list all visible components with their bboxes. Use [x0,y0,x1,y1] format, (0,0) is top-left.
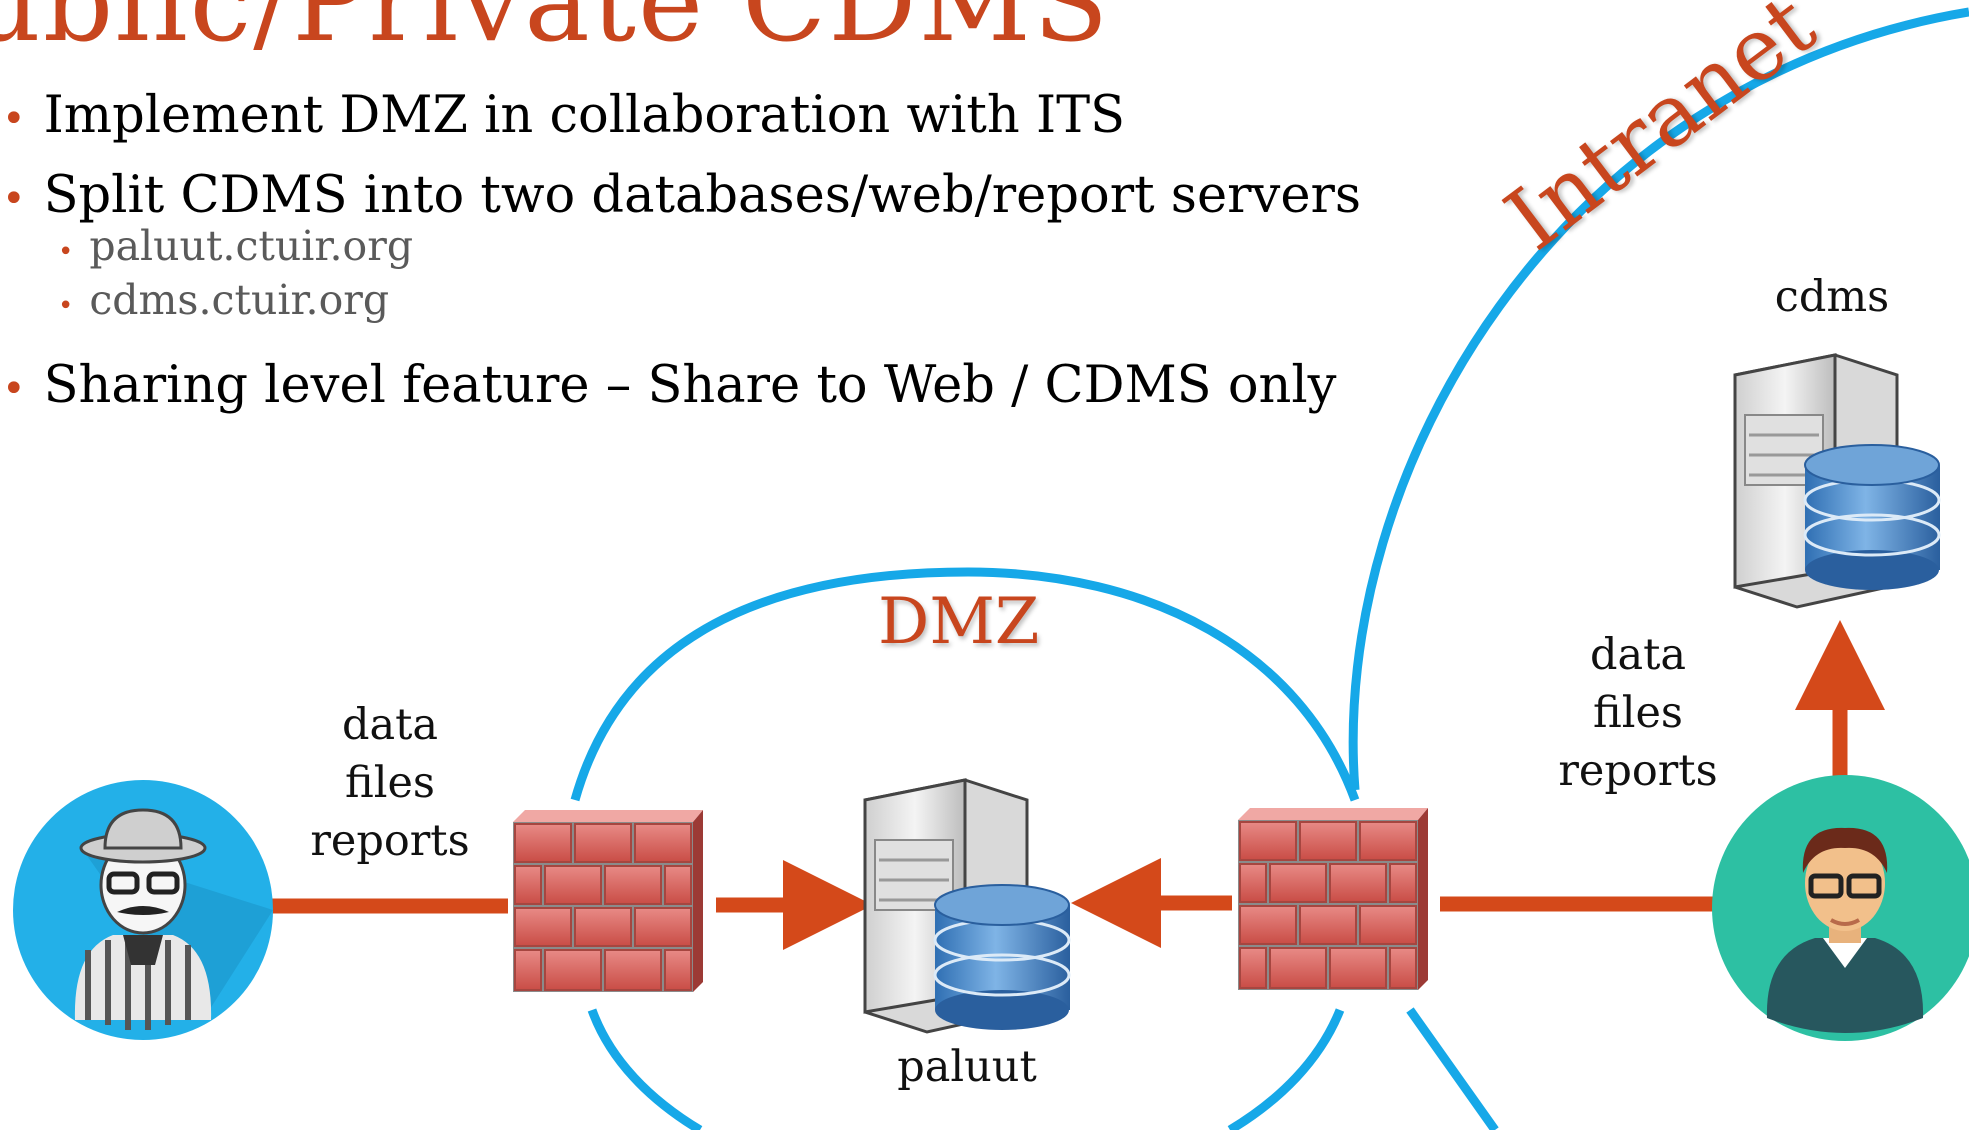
internal-user-icon [1712,775,1969,1041]
dmz-boundary-bottom-right [1227,1008,1345,1130]
flow-label-right-files: files [1593,688,1683,738]
flow-label-left-data: data [341,700,439,750]
sub-bullet-1-text: paluut.ctuir.org [89,222,414,270]
database-server-icon [1733,353,1941,609]
flow-label-right: data files reports [1538,626,1738,800]
sub-bullet-2: •cdms.ctuir.org [58,276,390,324]
paluut-label: paluut [897,1042,1037,1092]
flow-label-right-reports: reports [1558,746,1718,796]
database-server-icon [863,778,1071,1034]
sub-bullet-2-text: cdms.ctuir.org [89,276,390,324]
dmz-boundary-bottom-left [587,1008,703,1130]
bullet-1-text: Implement DMZ in collaboration with ITS [43,86,1126,145]
bullet-3-text: Sharing level feature – Share to Web / C… [43,356,1337,415]
flow-label-left-files: files [345,758,435,808]
flow-label-left: data files reports [290,696,490,870]
bullet-2: •Split CDMS into two databases/web/repor… [2,166,1362,225]
dmz-boundary-top [570,567,1360,802]
sub-bullet-1: •paluut.ctuir.org [58,222,414,270]
flow-label-left-reports: reports [310,816,470,866]
dmz-label: DMZ [878,585,1040,659]
slide-title: ublic/Private CDMS [0,0,1111,66]
public-user-icon [13,780,273,1040]
intranet-boundary [1348,7,1969,791]
firewall-icon [1238,808,1428,990]
cdms-label: cdms [1774,272,1890,322]
bullet-1: •Implement DMZ in collaboration with ITS [2,86,1126,145]
firewall-icon [513,810,703,992]
flow-label-right-data: data [1589,630,1687,680]
intranet-boundary-lower [1406,1007,1499,1130]
bullet-2-text: Split CDMS into two databases/web/report… [43,166,1362,225]
bullet-3: •Sharing level feature – Share to Web / … [2,356,1337,415]
